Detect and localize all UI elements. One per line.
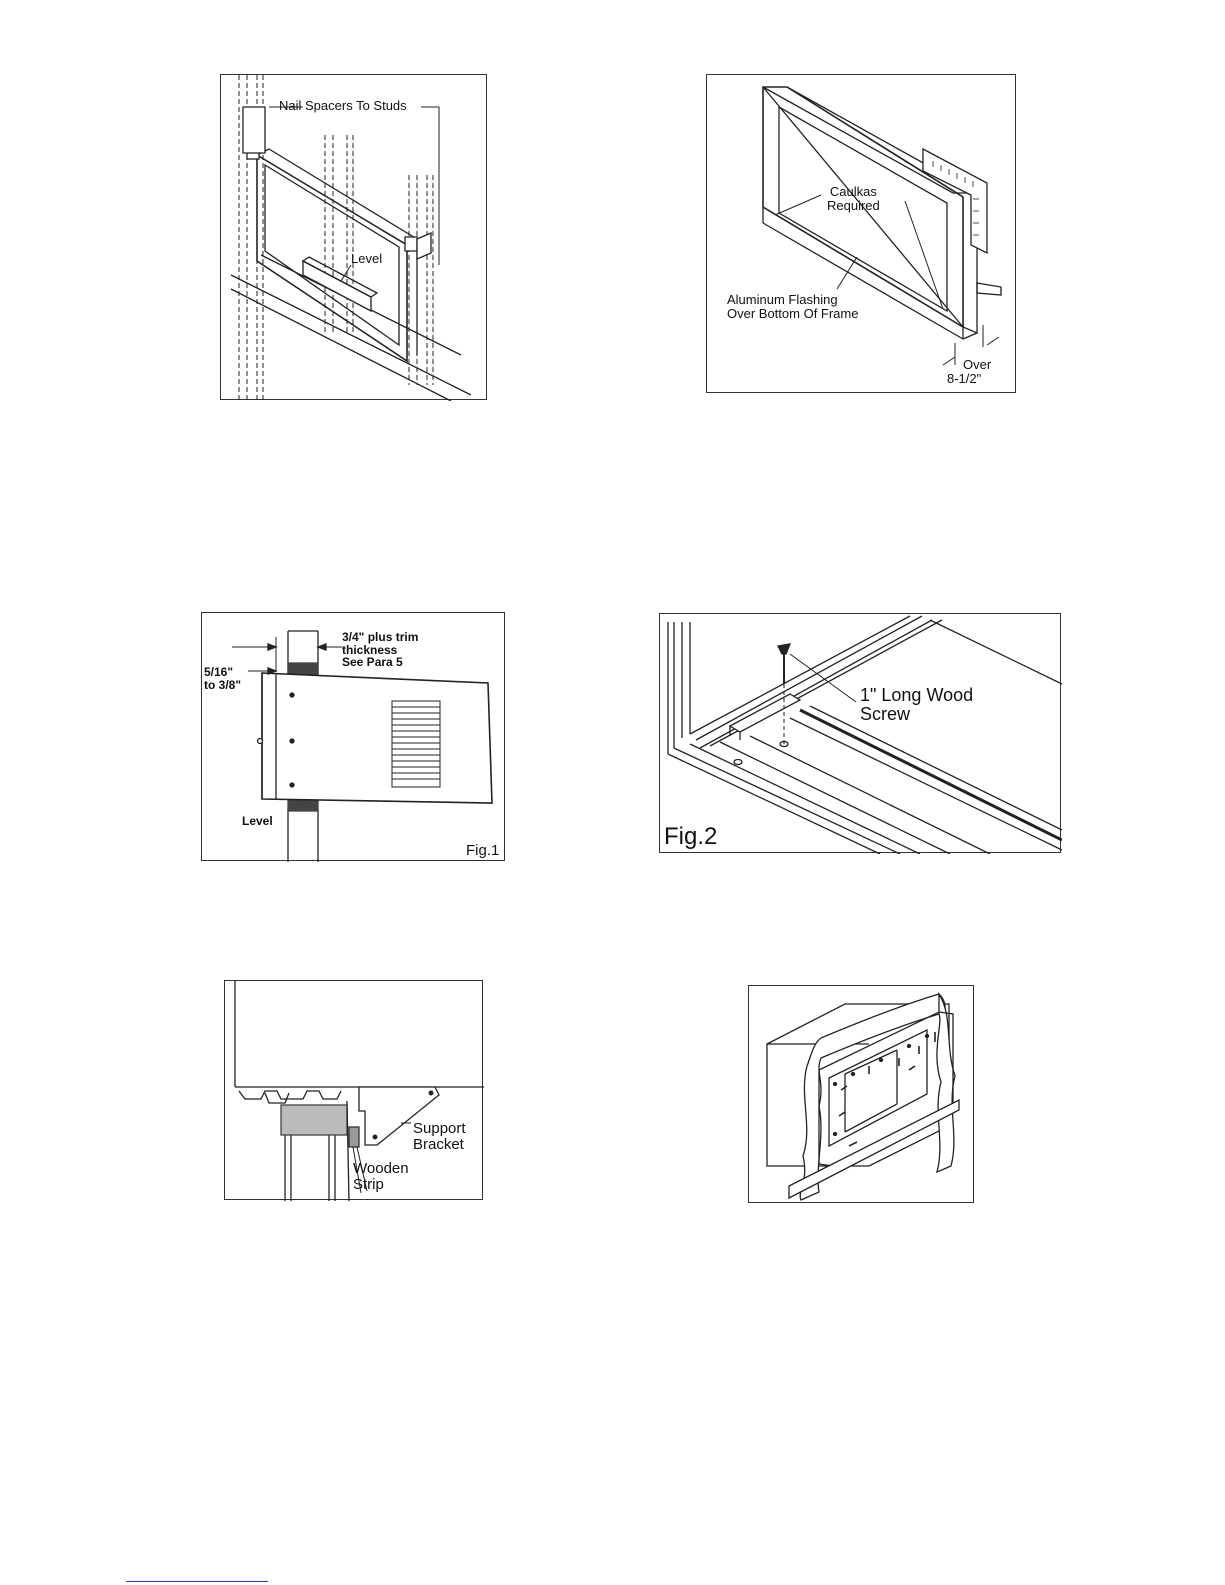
figure-support-bracket: Support Bracket Wooden Strip xyxy=(224,980,483,1200)
figure-caulk-flashing: Caulkas Required Aluminum Flashing Over … xyxy=(706,74,1016,393)
caulk-flashing-illustration xyxy=(707,75,1017,394)
caption-fig1: Fig.1 xyxy=(466,843,499,859)
label-nail-spacers: Nail Spacers To Studs xyxy=(279,99,407,113)
label-wood-screw: 1" Long Wood Screw xyxy=(860,686,973,724)
label-over-dimension: Over 8-1/2" xyxy=(947,358,991,385)
label-bracket-line1: Support xyxy=(413,1121,466,1137)
label-trim-line3: See Para 5 xyxy=(342,656,418,669)
figure-1: 3/4" plus trim thickness See Para 5 5/16… xyxy=(201,612,505,861)
label-caulk-line2: Required xyxy=(827,199,880,213)
label-strip-line2: Strip xyxy=(353,1177,409,1193)
label-gap-line1: 5/16" xyxy=(204,666,241,679)
label-caulk: Caulkas Required xyxy=(827,185,880,212)
figure-sleeve-in-wall xyxy=(748,985,974,1203)
caption-fig2: Fig.2 xyxy=(664,824,717,849)
label-bracket-line2: Bracket xyxy=(413,1137,466,1153)
label-over-line1: Over xyxy=(947,358,991,372)
label-wooden-strip: Wooden Strip xyxy=(353,1161,409,1193)
label-trim-line1: 3/4" plus trim xyxy=(342,631,418,644)
sleeve-in-wall-illustration xyxy=(749,986,975,1204)
label-screw-line2: Screw xyxy=(860,705,973,724)
label-screw-line1: 1" Long Wood xyxy=(860,686,973,705)
label-level: Level xyxy=(351,252,382,266)
label-aluminum-flashing: Aluminum Flashing Over Bottom Of Frame xyxy=(727,293,858,320)
figure-nail-spacers: Nail Spacers To Studs Level xyxy=(220,74,487,400)
fig2-illustration xyxy=(660,614,1062,854)
label-strip-line1: Wooden xyxy=(353,1161,409,1177)
label-fig1-level: Level xyxy=(242,815,273,828)
nail-spacers-illustration xyxy=(221,75,488,401)
figure-2: 1" Long Wood Screw Fig.2 xyxy=(659,613,1061,853)
label-caulk-line1: Caulkas xyxy=(827,185,880,199)
label-gap: 5/16" to 3/8" xyxy=(204,666,241,691)
label-flashing-line1: Aluminum Flashing xyxy=(727,293,858,307)
label-trim-thickness: 3/4" plus trim thickness See Para 5 xyxy=(342,631,418,669)
label-flashing-line2: Over Bottom Of Frame xyxy=(727,307,858,321)
label-support-bracket: Support Bracket xyxy=(413,1121,466,1153)
label-over-line2: 8-1/2" xyxy=(947,372,991,386)
label-gap-line2: to 3/8" xyxy=(204,679,241,692)
footnote-separator xyxy=(126,1581,268,1582)
